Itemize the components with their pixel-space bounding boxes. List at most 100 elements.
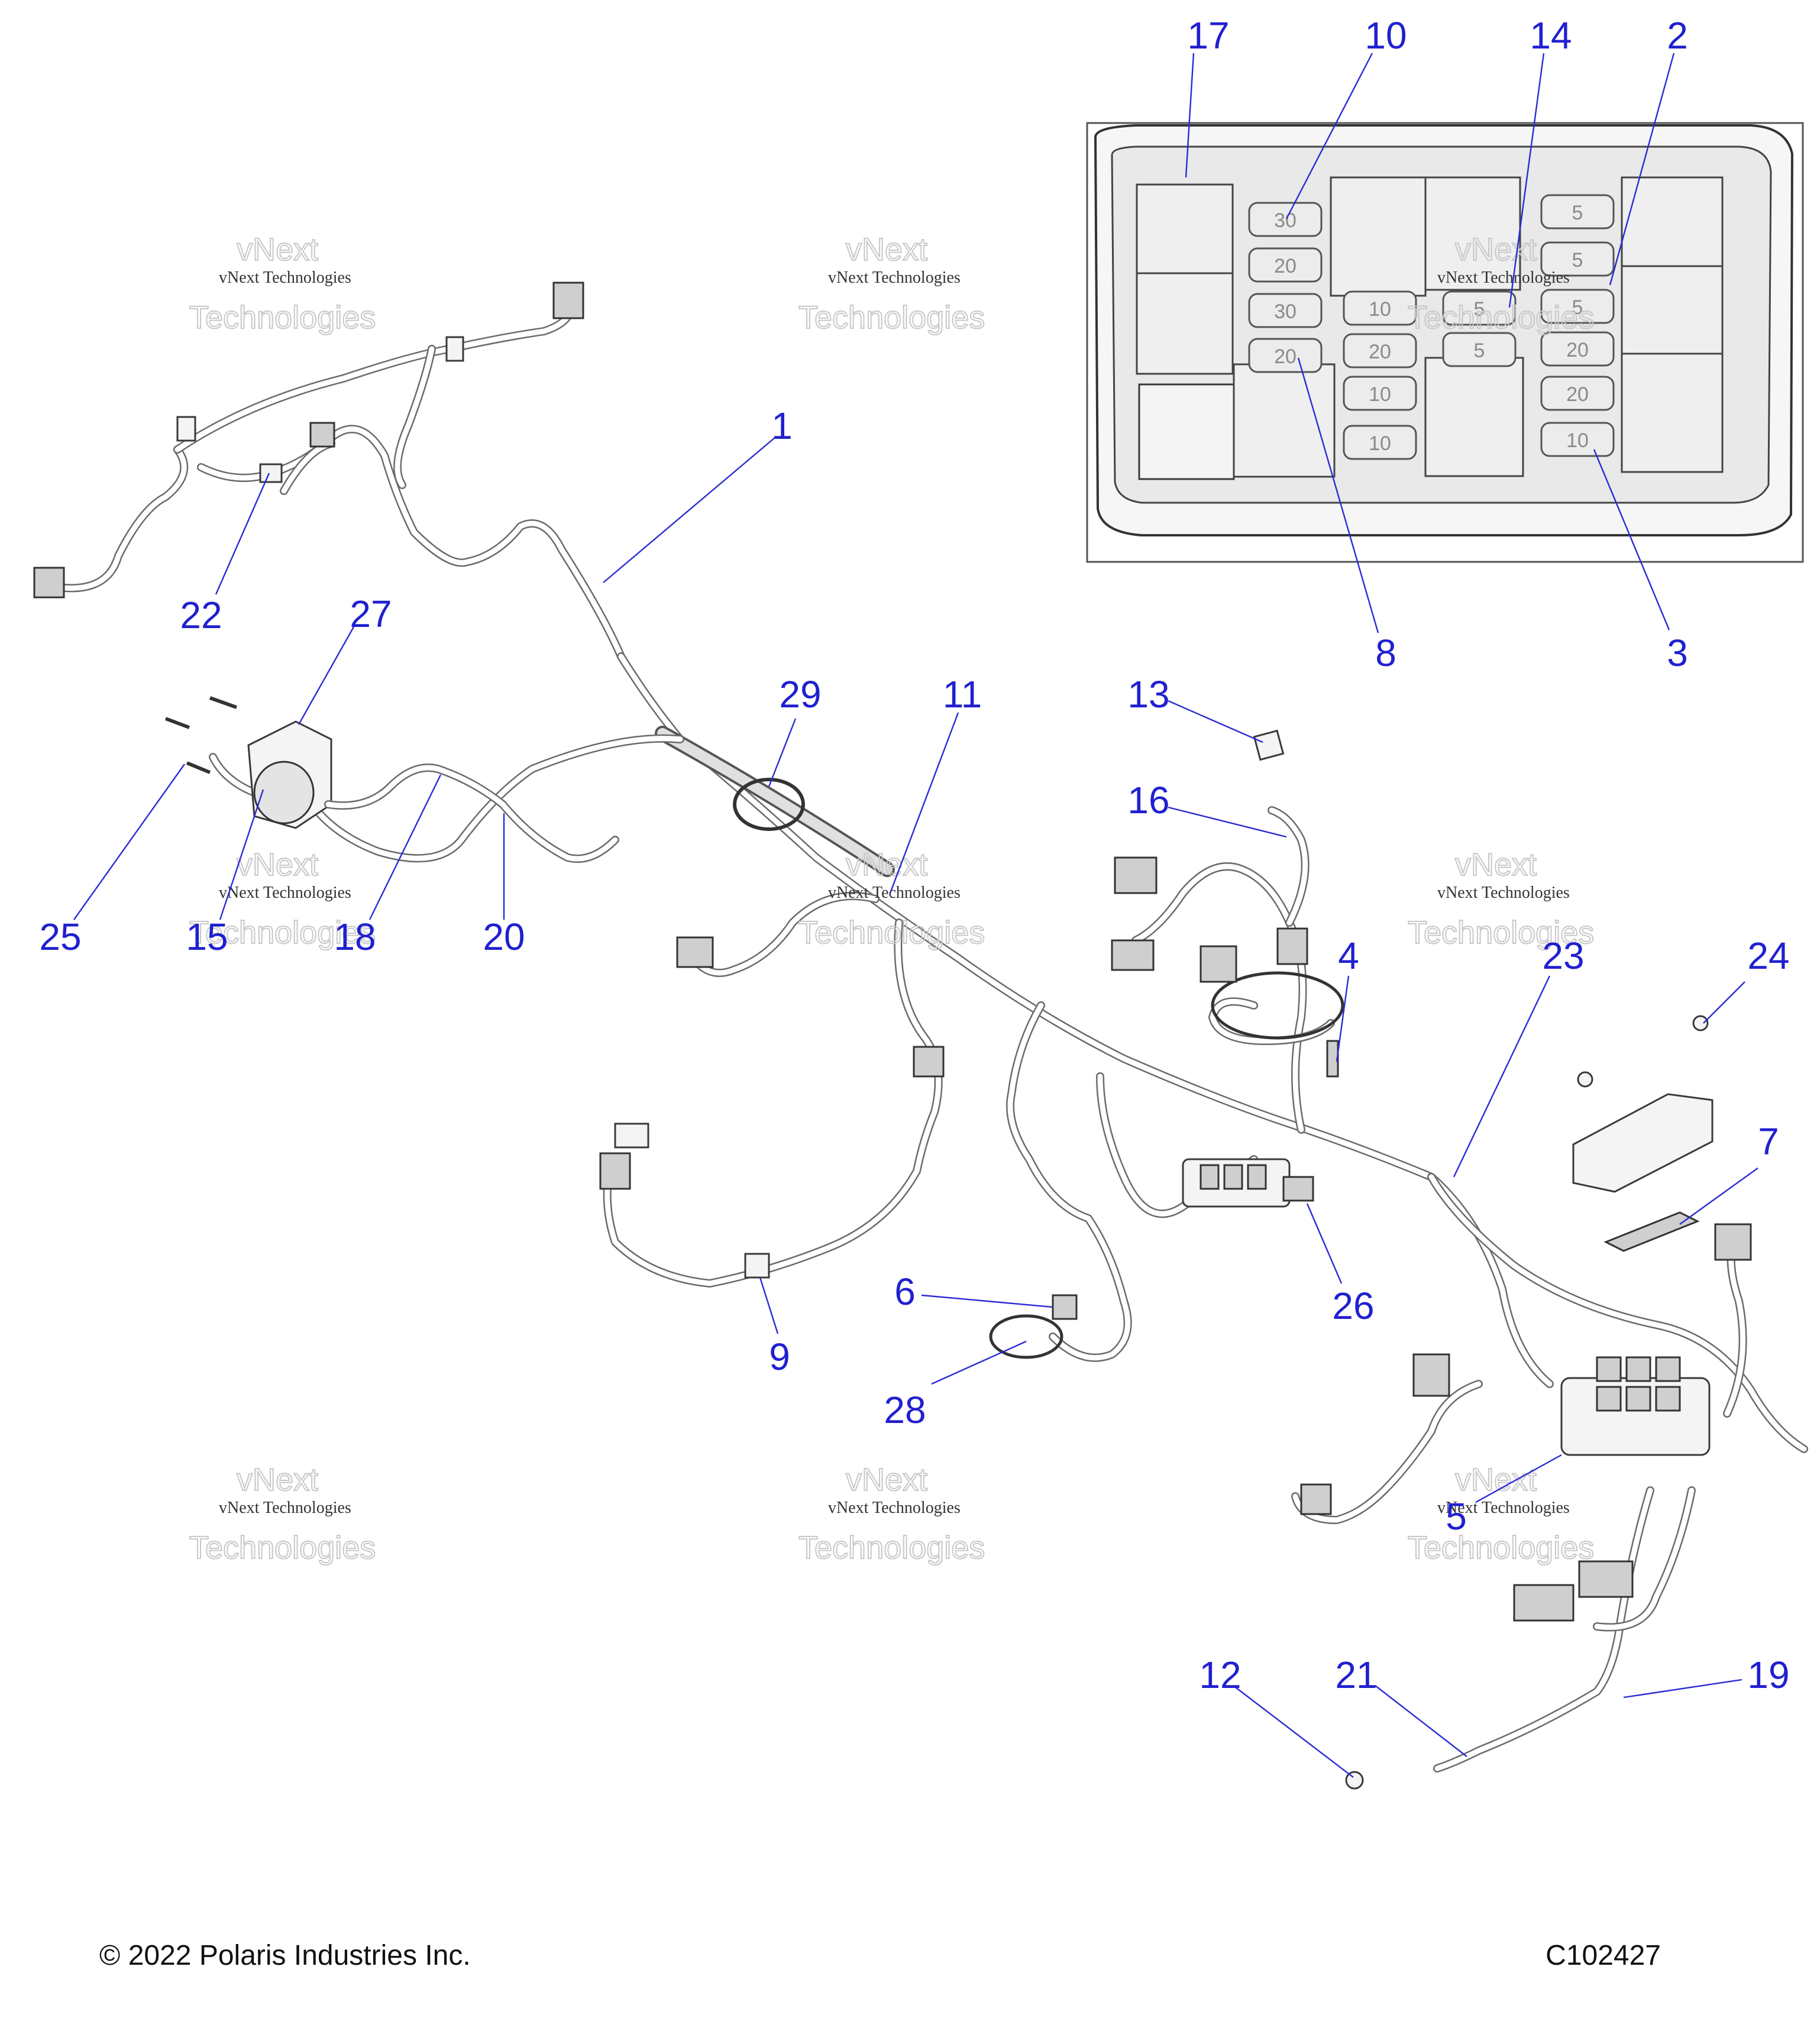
fuse-rating: 30 xyxy=(1274,300,1297,323)
leader-19 xyxy=(1623,1678,1742,1699)
bracket xyxy=(253,761,315,824)
leader-9 xyxy=(759,1277,779,1334)
callout-22: 22 xyxy=(180,594,222,636)
watermark-text: vNext Technologies xyxy=(219,1499,351,1517)
screw xyxy=(1692,1015,1709,1031)
relay xyxy=(1596,1386,1622,1412)
watermark-mid-center: vNext Technologies vNext Technologies xyxy=(798,846,985,951)
fuse-rating: 20 xyxy=(1274,255,1297,277)
leader-23 xyxy=(1453,975,1551,1178)
fuse-rating: 5 xyxy=(1474,298,1485,321)
tie-loop xyxy=(1211,971,1344,1040)
grommet xyxy=(1345,1771,1364,1790)
fuse-rating: 5 xyxy=(1572,202,1583,224)
connector xyxy=(1114,856,1158,894)
watermark-large: vNext xyxy=(1455,1462,1537,1498)
callout-16: 16 xyxy=(1127,779,1169,822)
callout-25: 25 xyxy=(39,916,81,958)
leader-11 xyxy=(889,712,959,894)
fuse-rating: 20 xyxy=(1566,339,1589,361)
callout-8: 8 xyxy=(1375,632,1396,674)
cap xyxy=(1253,729,1285,761)
watermark-top-right: vNext Technologies vNext Technologies xyxy=(1407,231,1595,336)
fuse xyxy=(1248,202,1323,237)
connector xyxy=(1513,1584,1574,1622)
watermark-large: vNext xyxy=(1455,847,1537,882)
watermark-large: Technologies xyxy=(1408,1530,1594,1566)
clip xyxy=(259,463,283,483)
leader-2 xyxy=(1609,53,1675,286)
sensor xyxy=(1326,1040,1339,1078)
watermark-large: Technologies xyxy=(798,300,985,335)
callout-24: 24 xyxy=(1747,934,1789,977)
watermark-top-left: vNext Technologies vNext Technologies xyxy=(189,231,376,336)
leader-21 xyxy=(1375,1685,1467,1757)
fuse xyxy=(1248,338,1323,373)
callout-17: 17 xyxy=(1187,14,1229,57)
leader-25 xyxy=(73,764,185,920)
fuse-column-b: 10 20 10 10 xyxy=(1343,290,1417,460)
connector xyxy=(1200,945,1237,983)
zip-tie xyxy=(733,778,805,831)
watermark-large: vNext xyxy=(237,232,318,267)
fuse xyxy=(1540,289,1615,324)
relay xyxy=(1424,357,1524,477)
screw xyxy=(1577,1071,1593,1088)
relay xyxy=(1625,1386,1651,1412)
watermark-large: vNext xyxy=(846,847,927,882)
callout-7: 7 xyxy=(1758,1120,1779,1163)
watermark-large: vNext xyxy=(237,1462,318,1498)
watermark-large: Technologies xyxy=(798,1530,985,1566)
watermark-text: vNext Technologies xyxy=(828,1499,961,1517)
clip xyxy=(445,336,464,362)
relay xyxy=(1330,176,1427,297)
fuse xyxy=(1540,422,1615,457)
relay xyxy=(1621,176,1724,267)
callout-23: 23 xyxy=(1542,934,1584,977)
fuse-column-c: 5 5 xyxy=(1442,290,1517,367)
callout-27: 27 xyxy=(350,593,392,635)
watermark-large: Technologies xyxy=(1408,915,1594,950)
fuse-rating: 5 xyxy=(1572,296,1583,319)
diagram-code: C102427 xyxy=(1546,1940,1661,1971)
callout-21: 21 xyxy=(1335,1654,1377,1696)
leader-5 xyxy=(1475,1454,1562,1503)
callout-11: 11 xyxy=(943,673,982,716)
leader-22 xyxy=(215,473,270,595)
watermark-bottom-right: vNext Technologies vNext Technologies xyxy=(1407,1461,1595,1566)
callout-19: 19 xyxy=(1747,1654,1789,1696)
callout-26: 26 xyxy=(1332,1285,1374,1327)
leader-14 xyxy=(1508,53,1545,308)
callout-18: 18 xyxy=(334,916,376,958)
watermark-text: vNext Technologies xyxy=(1437,269,1570,287)
fuse xyxy=(1248,293,1323,328)
watermark-top-center: vNext Technologies vNext Technologies xyxy=(798,231,985,336)
spare-fuse-slots xyxy=(1138,383,1235,480)
relay xyxy=(1424,176,1521,291)
fuse-rating: 10 xyxy=(1369,432,1391,455)
relay xyxy=(1136,183,1234,274)
leader-10 xyxy=(1285,53,1373,219)
connector xyxy=(1052,1294,1078,1320)
fuse xyxy=(1540,241,1615,277)
callout-28: 28 xyxy=(884,1389,926,1431)
fuse-rating: 10 xyxy=(1369,298,1391,321)
fuse-rating: 10 xyxy=(1566,429,1589,452)
watermark-large: vNext xyxy=(237,847,318,882)
callout-4: 4 xyxy=(1338,934,1359,977)
leader-26 xyxy=(1306,1203,1343,1284)
fuse xyxy=(1442,290,1517,326)
relay xyxy=(1625,1356,1651,1382)
watermark-large: vNext xyxy=(846,232,927,267)
tie-loop xyxy=(989,1314,1063,1359)
leader-13 xyxy=(1168,700,1263,743)
leader-17 xyxy=(1185,53,1195,178)
relay xyxy=(1655,1356,1681,1382)
watermark-text: vNext Technologies xyxy=(219,884,351,902)
callout-9: 9 xyxy=(769,1335,790,1378)
watermark-large: Technologies xyxy=(798,915,985,950)
fuse xyxy=(1343,333,1417,368)
watermark-large: vNext xyxy=(846,1462,927,1498)
watermark-bottom-left: vNext Technologies vNext Technologies xyxy=(189,1461,376,1566)
